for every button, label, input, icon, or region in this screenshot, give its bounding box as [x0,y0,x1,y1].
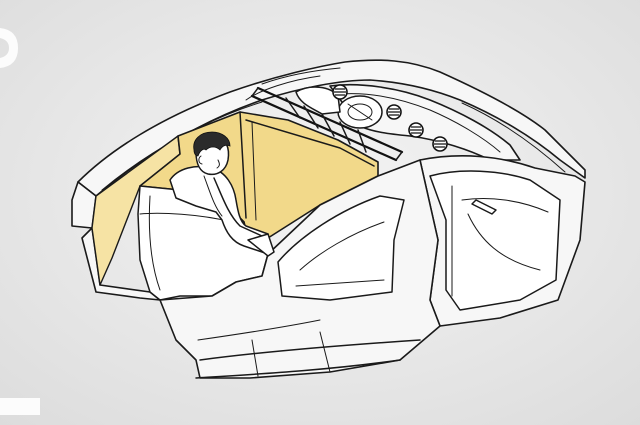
car-roof [77,59,586,197]
roll-bar-icon [245,67,404,162]
car-side-body [159,159,441,379]
seated-occupant-icon [169,131,269,255]
seat-headrest [247,233,275,257]
car-rear-body [71,181,161,301]
dashboard [295,83,521,161]
